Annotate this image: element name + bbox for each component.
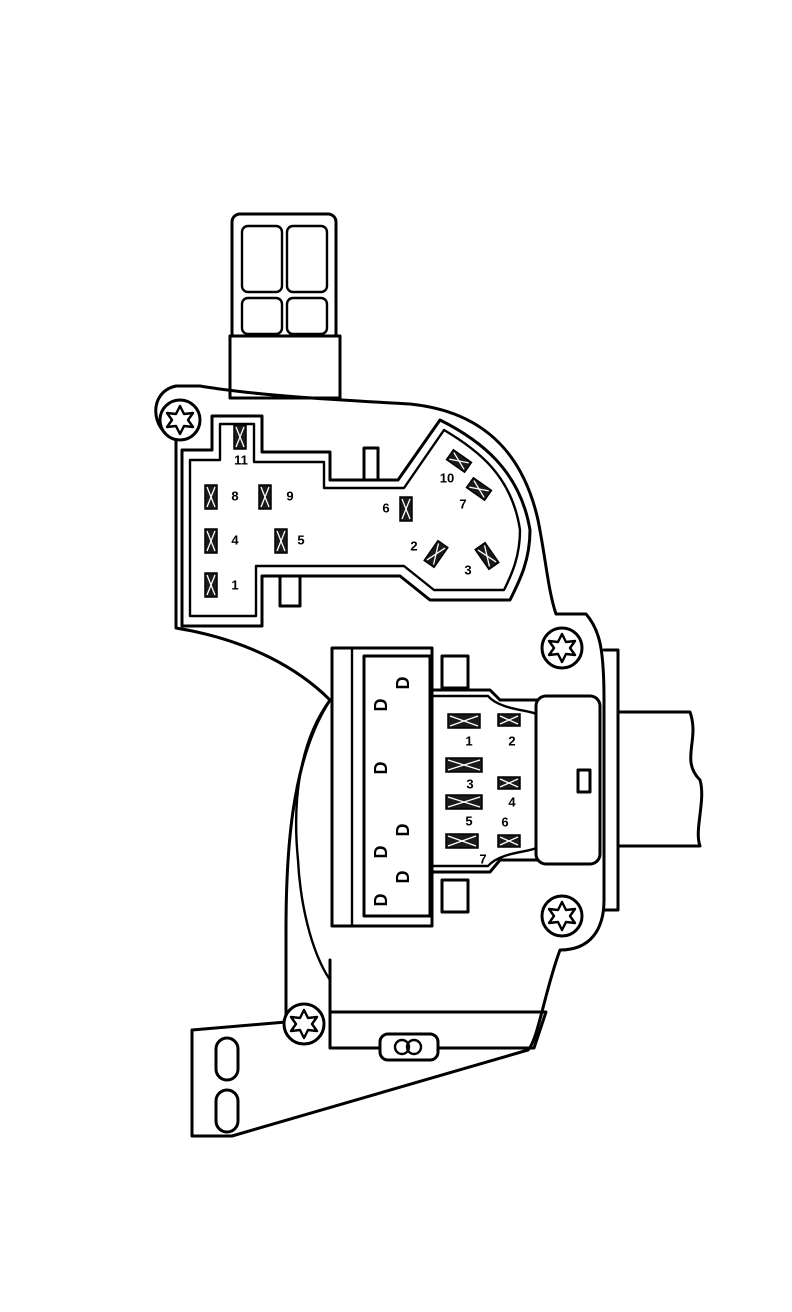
terminal-marker: D xyxy=(371,699,391,712)
lower-pin-label: 6 xyxy=(501,814,508,829)
upper-pin-label: 1 xyxy=(231,577,238,592)
top-plug xyxy=(228,212,342,400)
upper-connector-pins: 11 8 9 4 5 1 6 10 7 2 3 xyxy=(204,424,500,598)
lower-pin xyxy=(497,834,521,848)
lower-pin xyxy=(445,757,483,773)
upper-pin xyxy=(399,496,413,522)
upper-pin xyxy=(423,539,449,569)
upper-pin-label: 10 xyxy=(440,470,454,485)
upper-pin-label: 5 xyxy=(297,532,304,547)
upper-connector xyxy=(180,414,532,628)
upper-pin xyxy=(204,484,218,510)
terminal-marker: D xyxy=(393,824,413,837)
lower-pin xyxy=(445,794,483,810)
lower-connector-pins: 1 2 3 4 5 6 7 xyxy=(445,713,521,866)
lower-pin xyxy=(497,713,521,727)
lower-pin xyxy=(445,833,479,849)
torx-screw-right-top xyxy=(540,626,584,670)
upper-pin xyxy=(233,424,247,450)
mounting-plate xyxy=(214,958,548,1134)
terminal-marker: D xyxy=(393,871,413,884)
terminal-marker: D xyxy=(393,677,413,690)
upper-pin-label: 9 xyxy=(286,488,293,503)
terminal-marker: D xyxy=(371,846,391,859)
upper-pin-label: 7 xyxy=(459,496,466,511)
upper-pin xyxy=(204,528,218,554)
torx-screw-bottom xyxy=(282,1002,326,1046)
lower-pin xyxy=(497,776,521,790)
upper-pin-label: 2 xyxy=(410,538,417,553)
lower-pin-label: 4 xyxy=(508,794,516,809)
upper-pin-label: 11 xyxy=(234,452,248,467)
upper-pin-label: 6 xyxy=(382,500,389,515)
upper-pin xyxy=(465,476,493,502)
lower-pin-label: 5 xyxy=(465,813,472,828)
switch-body xyxy=(154,384,704,1138)
torx-screw-right-bottom xyxy=(540,894,584,938)
lower-pin-label: 3 xyxy=(466,776,473,791)
upper-pin xyxy=(204,572,218,598)
terminal-marker: D xyxy=(371,762,391,775)
upper-pin xyxy=(258,484,272,510)
torx-screw-top-left xyxy=(158,398,202,442)
lower-pin-label: 7 xyxy=(479,851,486,866)
upper-pin xyxy=(474,541,500,571)
terminal-marker: D xyxy=(371,894,391,907)
upper-pin-label: 8 xyxy=(231,488,238,503)
upper-pin-label: 4 xyxy=(231,532,239,547)
lower-pin-label: 1 xyxy=(465,733,472,748)
upper-pin-label: 3 xyxy=(464,562,471,577)
upper-pin xyxy=(274,528,288,554)
lower-connector xyxy=(330,646,602,928)
upper-pin xyxy=(445,448,473,474)
lower-pin xyxy=(447,713,481,729)
lower-pin-label: 2 xyxy=(508,733,515,748)
